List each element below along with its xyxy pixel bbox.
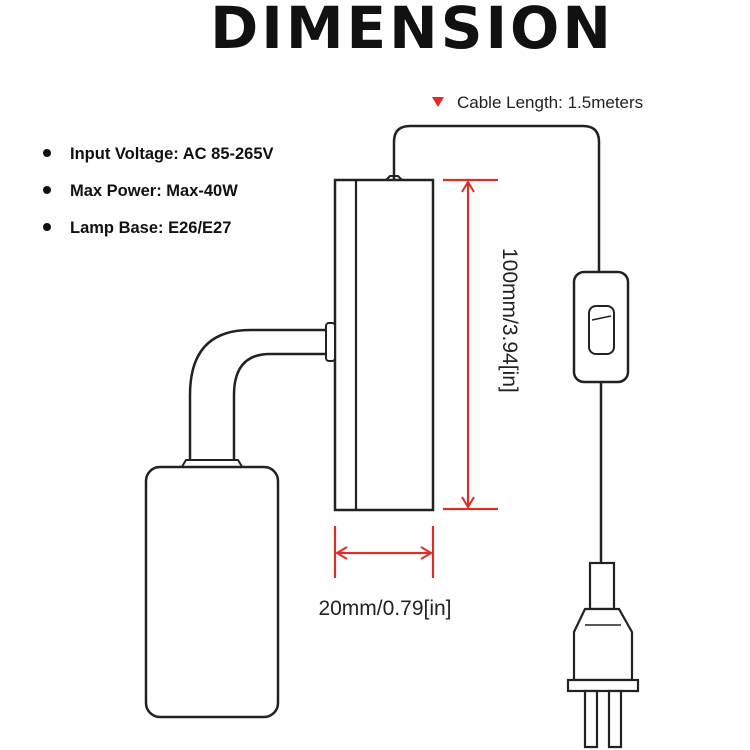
diagram-title: DIMENSION xyxy=(210,0,614,62)
mount-box xyxy=(333,178,435,512)
spec-bullet xyxy=(43,149,51,157)
power-plug xyxy=(566,561,640,749)
spec-input-voltage: Input Voltage: AC 85-265V xyxy=(70,145,274,163)
lamp-socket xyxy=(144,465,280,719)
cable-length-note: Cable Length: 1.5meters xyxy=(432,93,643,112)
arm-connector xyxy=(325,322,336,362)
spec-bullet xyxy=(43,223,51,231)
triangle-marker-icon xyxy=(432,97,444,107)
plug-prong-left xyxy=(583,689,599,749)
cable-entry xyxy=(385,175,403,181)
spec-bullet xyxy=(43,186,51,194)
width-label: 20mm/0.79[in] xyxy=(318,597,451,620)
arrow-right-icon xyxy=(420,546,433,560)
arrow-down-icon xyxy=(461,496,475,509)
cable-upper xyxy=(392,124,601,272)
plug-flange xyxy=(566,678,640,693)
arrow-left-icon xyxy=(335,546,348,560)
switch-toggle xyxy=(588,305,615,355)
arrow-up-icon xyxy=(461,180,475,193)
inline-switch xyxy=(572,270,630,384)
spec-lamp-base: Lamp Base: E26/E27 xyxy=(70,219,231,237)
spec-list: Input Voltage: AC 85-265V Max Power: Max… xyxy=(43,145,274,237)
height-label: 100mm/3.94[in] xyxy=(498,248,521,393)
gooseneck-arm xyxy=(178,322,336,471)
cable-length-label: Cable Length: 1.5meters xyxy=(457,93,643,112)
plug-prong-right xyxy=(607,689,623,749)
spec-max-power: Max Power: Max-40W xyxy=(70,182,238,200)
width-dimension xyxy=(333,526,435,578)
height-dimension xyxy=(443,178,498,511)
